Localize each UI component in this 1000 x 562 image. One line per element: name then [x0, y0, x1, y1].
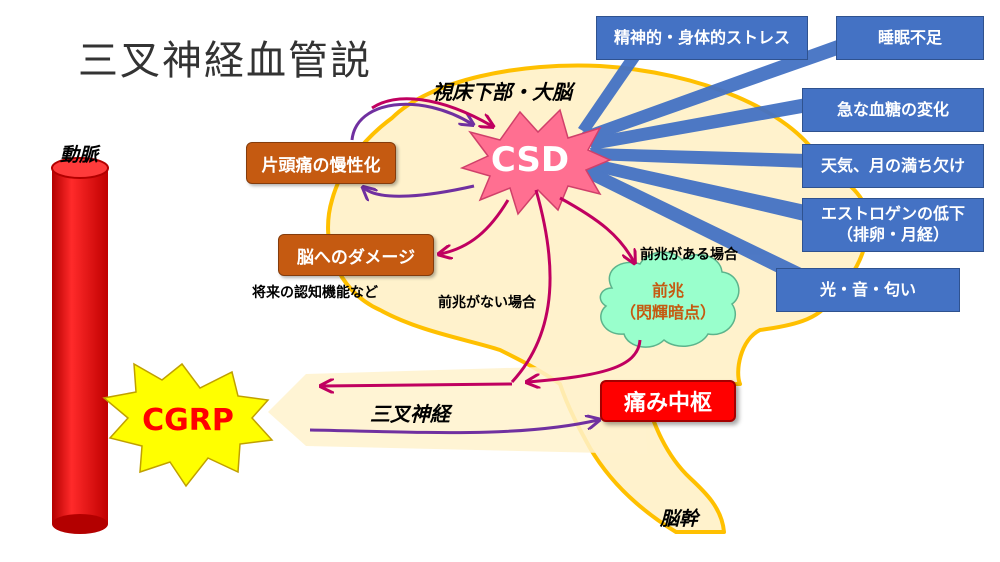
arrow-csd-to-aura: [559, 196, 634, 262]
trigger-estrogen-box: エストロゲンの低下 （排卵・月経）: [802, 198, 984, 252]
arrow-hypothalamus-to-csd: [371, 97, 492, 126]
aura-label-line2: （閃輝暗点）: [619, 302, 716, 322]
cgrp-label: CGRP: [142, 402, 234, 438]
brainstem-label: 脳幹: [660, 508, 699, 530]
artery: [51, 157, 109, 534]
damage-box: 脳へのダメージ: [278, 234, 434, 276]
chronic-box: 片頭痛の慢性化: [246, 142, 396, 184]
arrow-aura-down: [528, 339, 642, 382]
future-cognitive-label: 将来の認知機能など: [252, 285, 378, 301]
hypothalamus-label: 視床下部・大脳: [432, 80, 572, 104]
trigeminal-nerve-band: [268, 364, 648, 454]
trigger-stress-box: 精神的・身体的ストレス: [596, 16, 808, 60]
pain-center-box: 痛み中枢: [600, 380, 736, 422]
artery-label: 動脈: [60, 144, 99, 166]
brain-shape: [326, 63, 870, 534]
csd-starburst: [459, 108, 612, 216]
trigger-estrogen-line2: （排卵・月経）: [836, 225, 949, 244]
trigger-rays: [578, 36, 858, 290]
trigger-sleep-box: 睡眠不足: [836, 16, 984, 60]
aura-cloud: [599, 251, 740, 348]
no-aura-label: 前兆がない場合: [438, 295, 536, 311]
aura-label-line1: 前兆: [651, 281, 684, 300]
with-aura-label: 前兆がある場合: [640, 247, 738, 263]
arrow-csd-to-chronic: [364, 186, 475, 196]
csd-label: CSD: [490, 140, 570, 180]
aura-label: 前兆 （閃輝暗点）: [606, 280, 730, 323]
arrow-to-cgrp: [322, 384, 513, 386]
trigger-weather-box: 天気、月の満ち欠け: [802, 144, 984, 188]
arrow-cgrp-to-pain: [309, 420, 598, 435]
arrow-csd-to-damage: [440, 199, 510, 254]
arrow-csd-no-aura: [510, 189, 552, 384]
trigeminal-label: 三叉神経: [370, 402, 450, 426]
cgrp-starburst: [102, 362, 274, 488]
page-title: 三叉神経血管説: [78, 38, 372, 84]
trigger-estrogen-line1: エストロゲンの低下: [820, 204, 965, 224]
trigger-blood-sugar-box: 急な血糖の変化: [802, 88, 984, 132]
arrow-chronic-to-csd: [350, 102, 472, 141]
trigger-sensory-box: 光・音・匂い: [776, 268, 960, 312]
